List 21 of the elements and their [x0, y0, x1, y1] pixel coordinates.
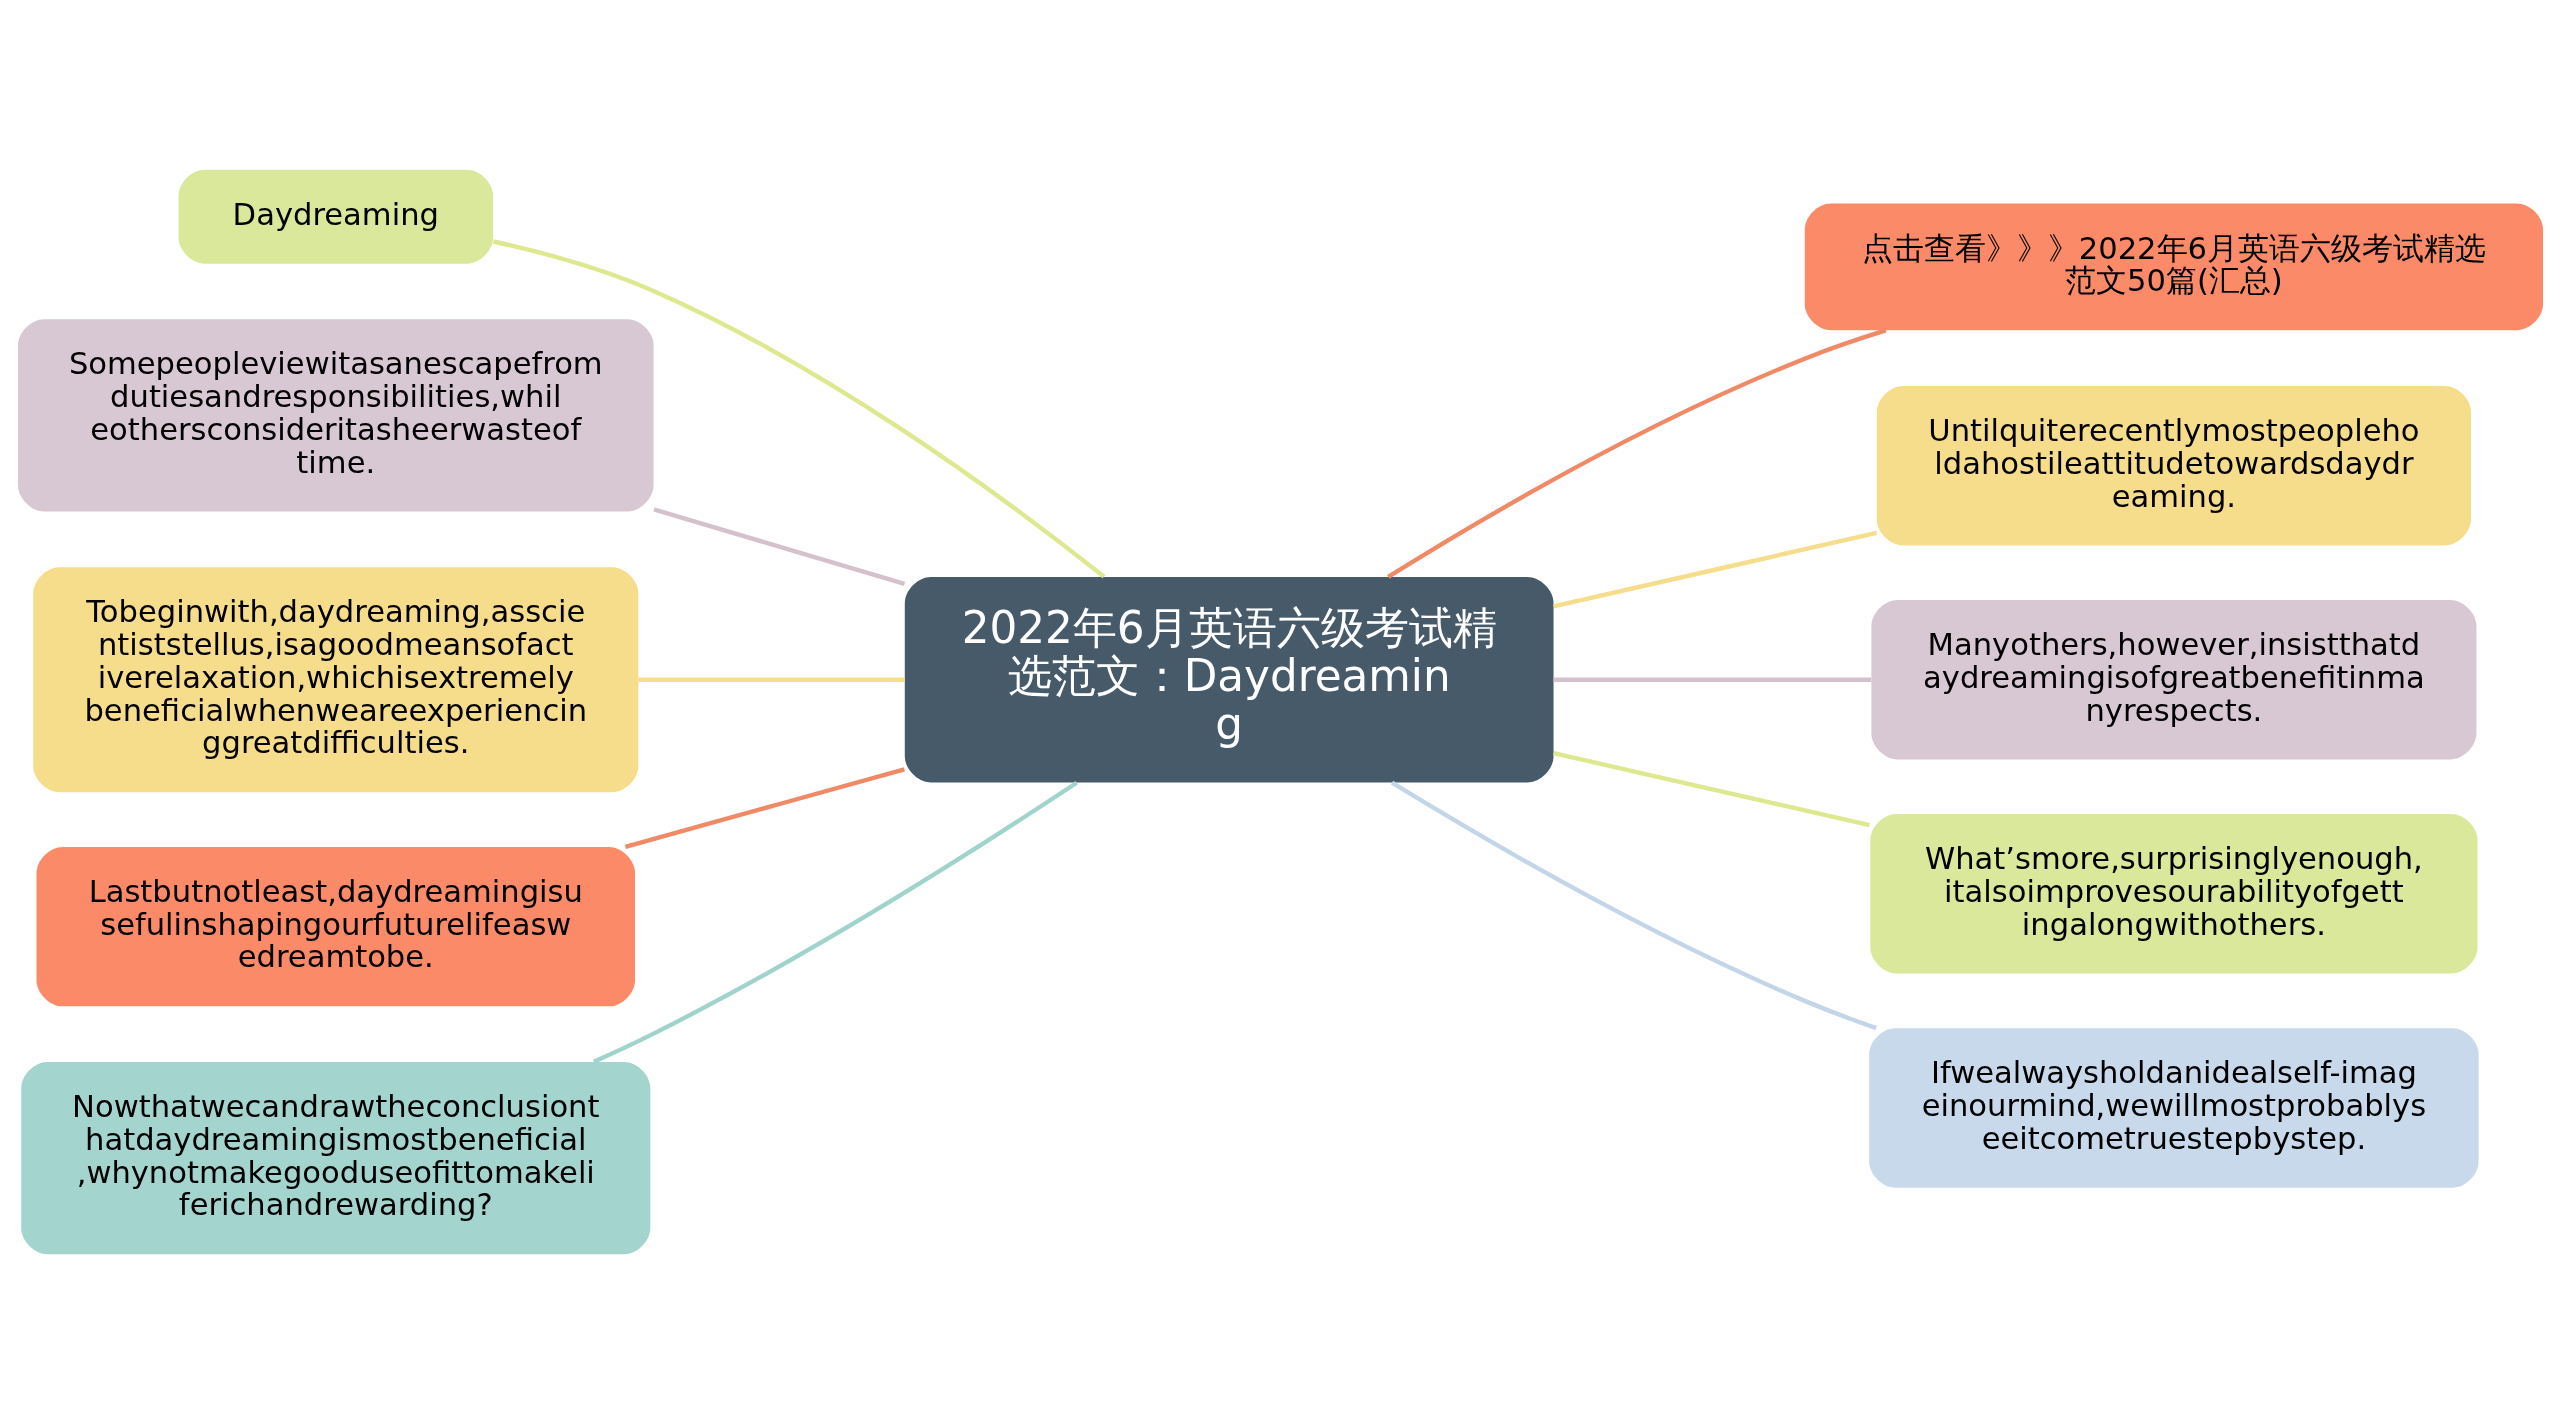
- node-box: Lastbutnotleast,daydreamingisusefulinshapingourfuturelifeaswedreamtobe.: [36, 846, 635, 1006]
- connector: [624, 766, 905, 849]
- node-box: Tobeginwith,daydreaming,asscientiststellus,isagoodmeansofactiverelaxation,whichisextremelybeneficialwhenweareexperiencinggreatdifficulties.: [32, 566, 638, 792]
- connector: [1552, 750, 1870, 827]
- node-box: Daydreaming: [178, 169, 493, 264]
- node-box: 2022年6月英语六级考试精选范文：Daydreaming: [904, 576, 1554, 782]
- connector: [1552, 530, 1877, 609]
- node-box: Somepeopleviewitasanescapefromdutiesandresponsibilities,whileothersconsideritasheerwasteoftime.: [17, 318, 654, 512]
- connector: [492, 238, 1105, 578]
- connector: [637, 677, 905, 682]
- connector: [592, 780, 1078, 1064]
- node-box: Untilquiterecentlymostpeopleholdahostileattitudetowardsdaydreaming.: [1876, 385, 2471, 545]
- connector: [1386, 327, 1886, 579]
- node-box: What’smore,surprisinglyenough,italsoimprovesourabilityofgettingalongwithothers.: [1869, 813, 2477, 974]
- connector: [1553, 677, 1871, 682]
- connector: [1390, 780, 1877, 1030]
- node-box: Ifwealwaysholdanidealself-imageinourmind,wewillmostprobablyseeitcometruestepbystep.: [1868, 1027, 2479, 1188]
- node-box: Nowthatwecandrawtheconclusionthatdaydreamingismostbeneficial,whynotmakegooduseofittomakeliferichandrewarding?: [20, 1061, 650, 1254]
- node-box: Manyothers,however,insistthatdaydreamingisofgreatbenefitinmanyrespects.: [1870, 599, 2476, 759]
- connector: [652, 506, 905, 586]
- node-box: 点击查看》》》2022年6月英语六级考试精选范文50篇(汇总): [1804, 203, 2543, 330]
